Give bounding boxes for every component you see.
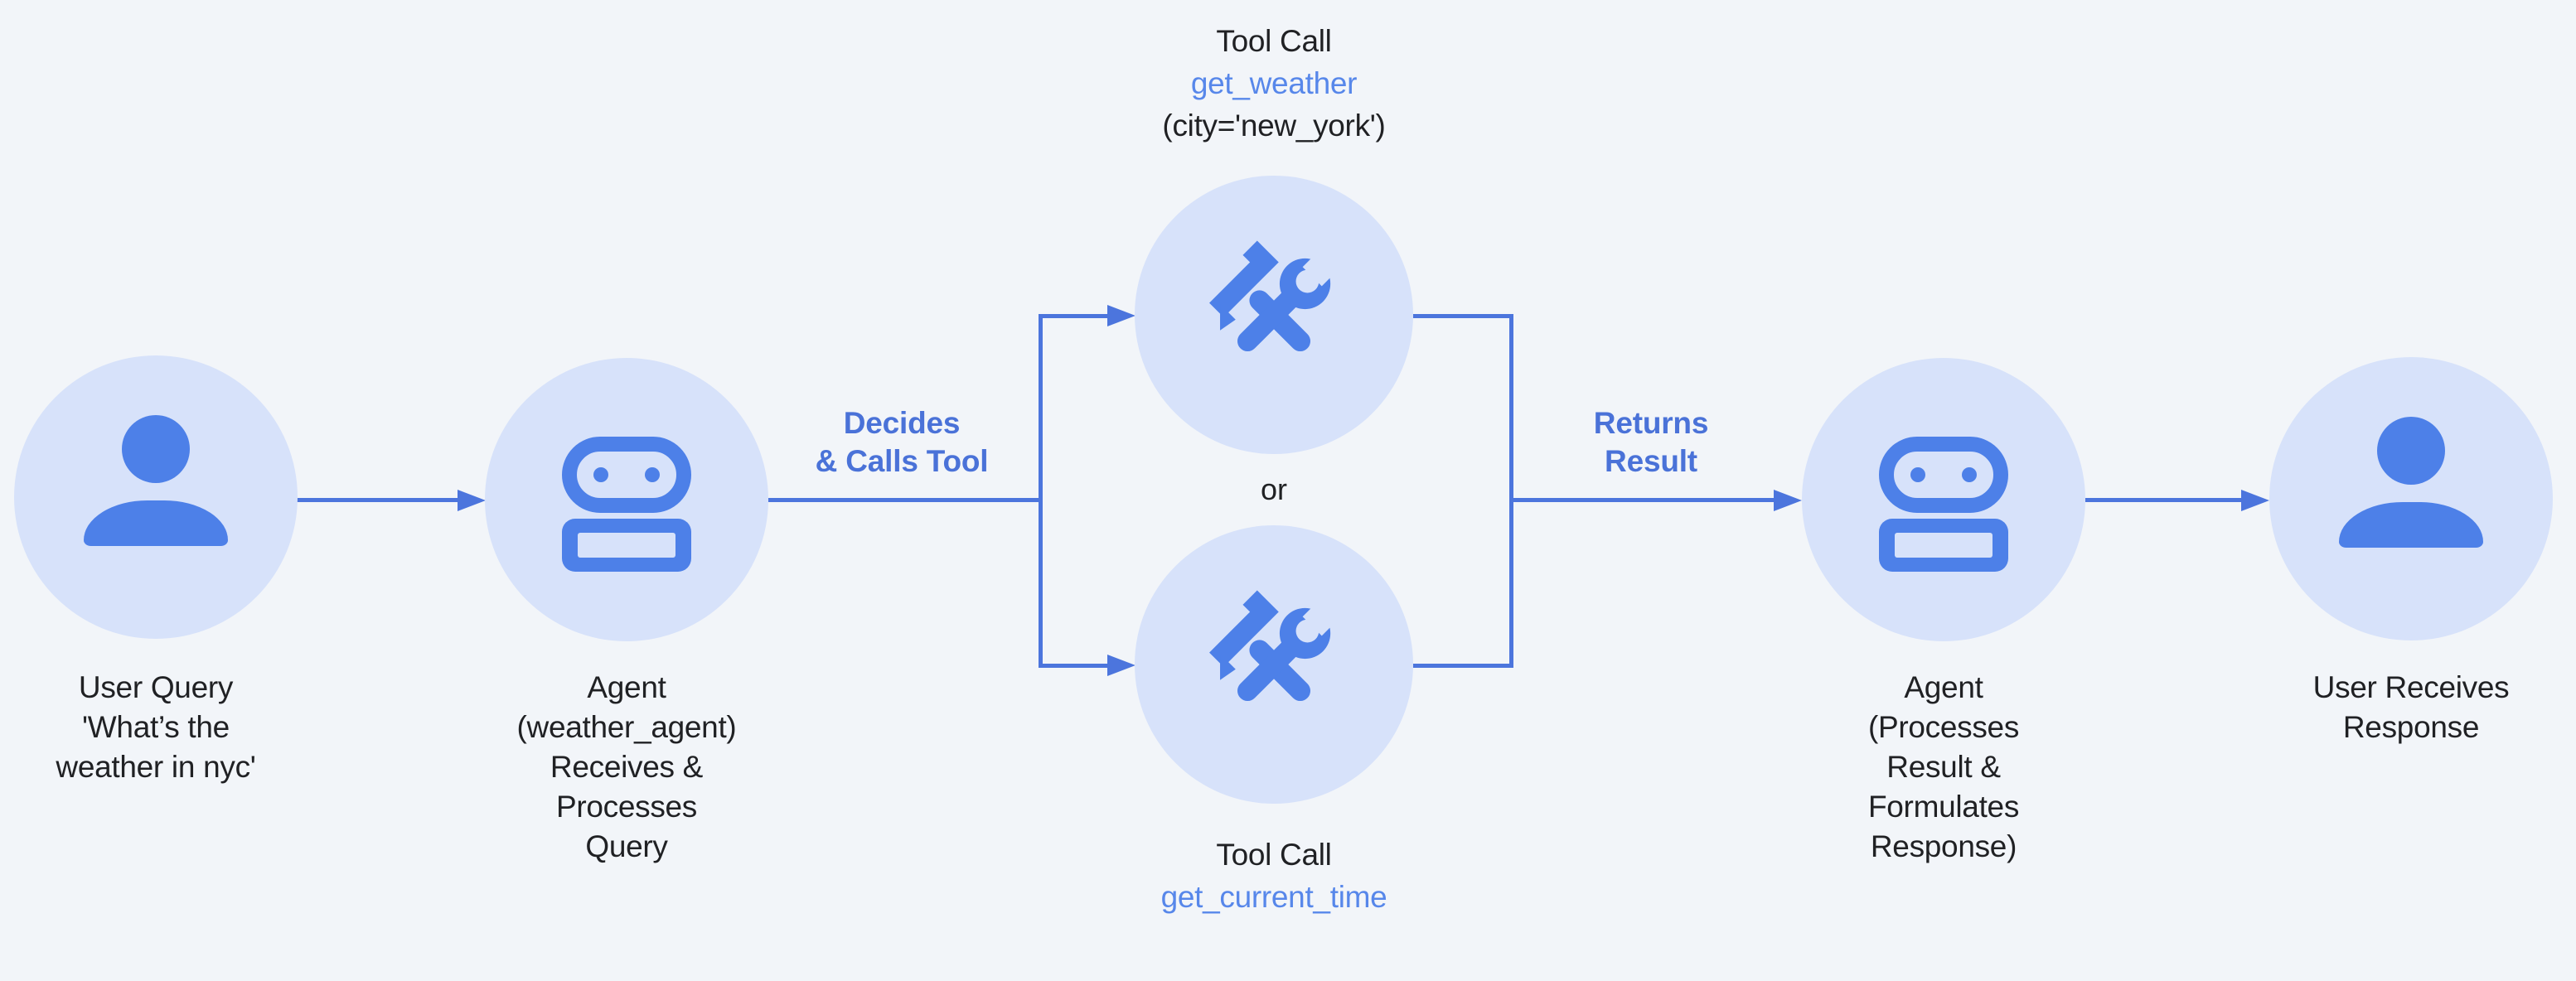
- arrow-agent-to-user-head: [2241, 490, 2269, 511]
- arrow-branch-to-tool2-head: [1107, 655, 1135, 676]
- tool-call-fn: get_weather: [1190, 66, 1358, 100]
- arrow-branch-to-tool1-head: [1107, 305, 1135, 326]
- branch-merge-line: [1509, 314, 1513, 668]
- node-user-response: [2269, 357, 2553, 640]
- robot-icon: [1879, 437, 2008, 572]
- tools-icon: [1209, 590, 1339, 702]
- arrow-branch-to-tool2-shaft: [1041, 664, 1109, 668]
- returns-result-label: Returns Result: [1593, 406, 1709, 478]
- person-icon: [84, 415, 228, 546]
- node-tool-get-weather: [1135, 176, 1413, 454]
- tool-call-get-weather-label: Tool Call get_weather (city='new_york'): [1025, 20, 1523, 147]
- node-user-query: [14, 355, 298, 639]
- merge-line-tool2: [1413, 664, 1513, 668]
- arrow-merge-to-agent-head: [1774, 490, 1802, 511]
- tool-call-args: (city='new_york'): [1162, 109, 1386, 143]
- tool-call-title: Tool Call: [1216, 24, 1332, 58]
- caption-agent-receive: Agent (weather_agent) Receives & Process…: [516, 670, 737, 863]
- arrow-user-to-agent-head: [458, 490, 486, 511]
- caption-user-response: User Receives Response: [2312, 670, 2510, 744]
- robot-icon: [562, 437, 691, 572]
- node-agent-receive: [485, 358, 768, 641]
- arrow-agent-to-branch-shaft: [768, 498, 1043, 502]
- tool-call-title: Tool Call: [1216, 838, 1332, 872]
- decides-calls-tool-label: Decides & Calls Tool: [815, 406, 989, 478]
- caption-agent-respond: Agent (Processes Result & Formulates Res…: [1867, 670, 2020, 863]
- node-agent-respond: [1802, 358, 2085, 641]
- tool-call-fn: get_current_time: [1160, 880, 1387, 914]
- or-label: or: [1260, 472, 1287, 506]
- arrow-branch-to-tool1-shaft: [1041, 314, 1109, 318]
- merge-line-tool1: [1413, 314, 1513, 318]
- arrow-user-to-agent-shaft: [297, 498, 459, 502]
- node-tool-get-current-time: [1135, 525, 1413, 804]
- arrow-merge-to-agent-shaft: [1513, 498, 1775, 502]
- tool-call-get-current-time-label: Tool Call get_current_time: [1025, 834, 1523, 918]
- arrow-agent-to-user-shaft: [2085, 498, 2243, 502]
- tools-icon: [1209, 240, 1339, 352]
- branch-split-line: [1039, 314, 1043, 668]
- caption-user-query: User Query 'What’s the weather in nyc': [56, 670, 256, 784]
- person-icon: [2339, 417, 2483, 548]
